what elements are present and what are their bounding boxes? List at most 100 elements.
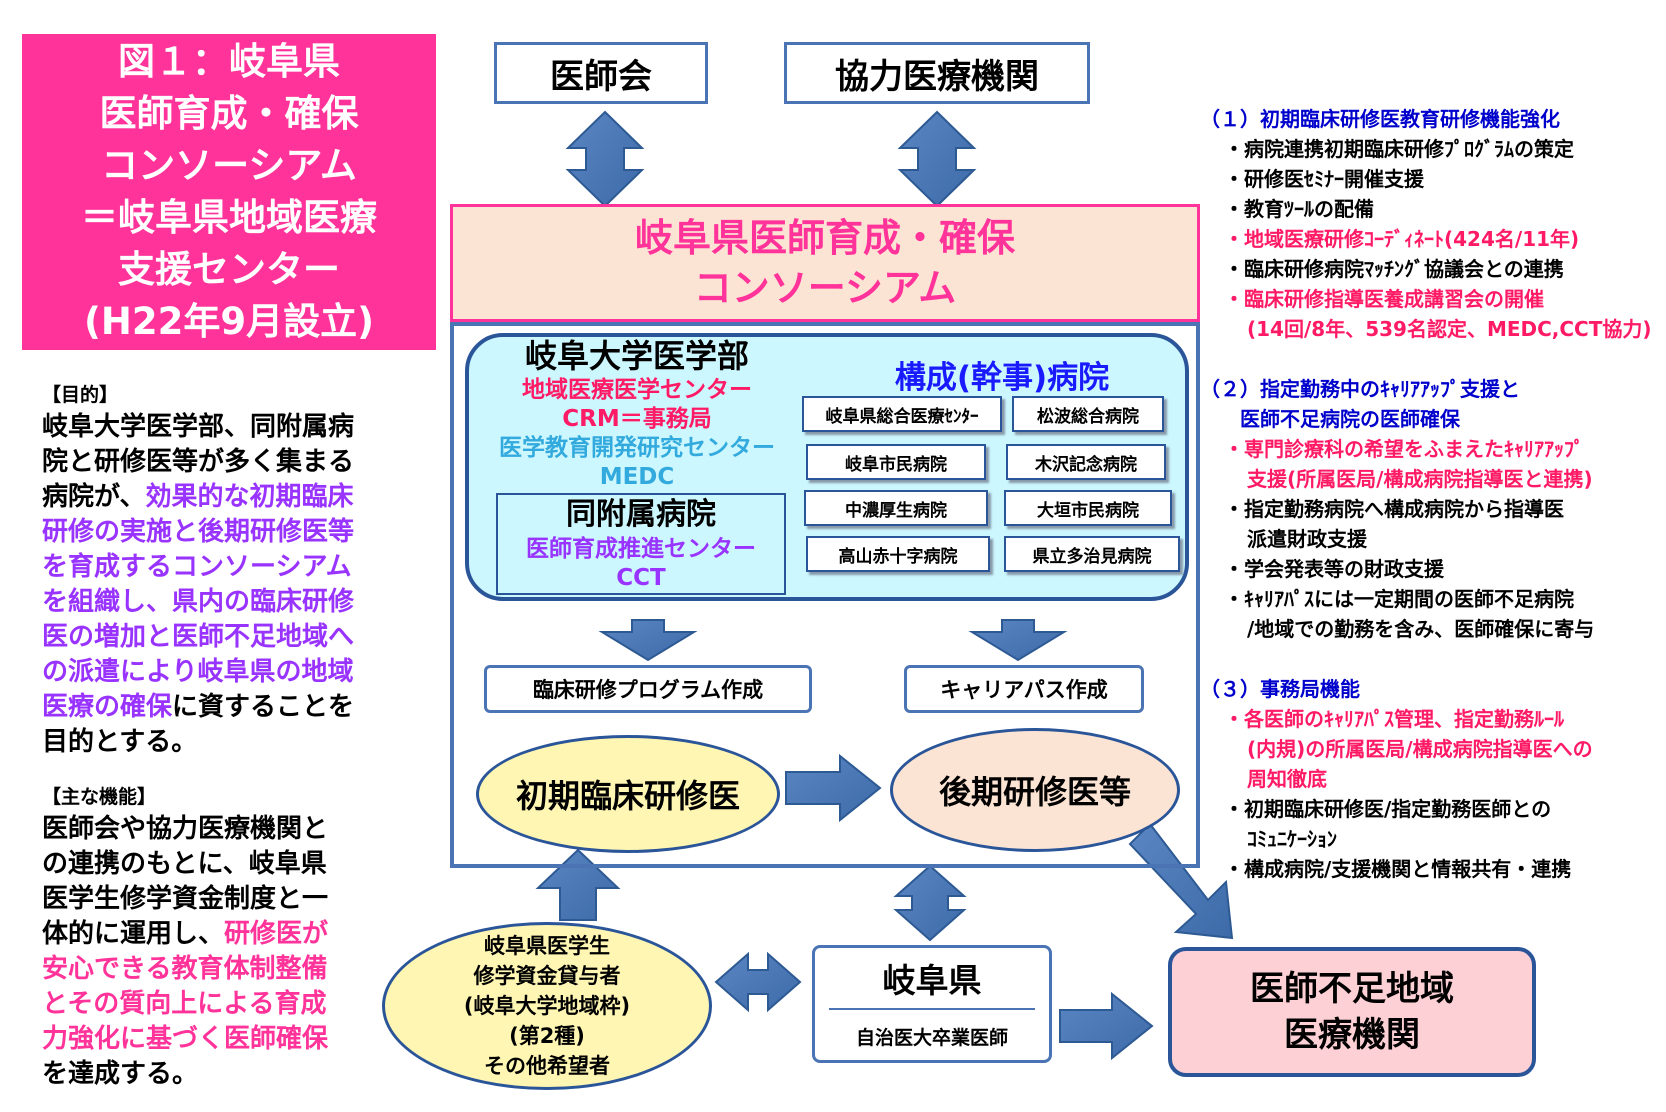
university-hospital-line: 医師育成推進センター: [526, 536, 756, 562]
consortium-line: 岐阜県医師育成・確保: [634, 216, 1015, 260]
students-line: (第2種): [509, 1024, 585, 1048]
function-section-heading: 医師不足病院の医師確保: [1200, 407, 1460, 431]
students-line: (岐阜大学地域枠): [463, 994, 631, 1018]
purpose-line-segment: 研修の実施と後期研修医等: [42, 517, 355, 547]
gifu-univ-line: 地域医療医学センター: [522, 377, 752, 403]
purpose-line: を育成するコンソーシアム: [42, 550, 402, 585]
functions-line-segment: 研修医が: [224, 919, 329, 949]
gifu-univ-line: 医学教育開発研究センター: [499, 435, 775, 461]
medical-association-box: 医師会: [494, 42, 708, 104]
gifu-university-title: 岐阜大学医学部: [524, 337, 749, 375]
purpose-line: 医の増加と医師不足地域へ: [42, 620, 402, 655]
purpose-line-segment: を育成するコンソーシアム: [42, 552, 352, 582]
purpose-line-segment: 病院が、: [42, 482, 146, 512]
function-section-heading: （３）事務局機能: [1200, 677, 1360, 701]
students-line: その他希望者: [484, 1054, 610, 1078]
function-item: 支援(所属医局/構成病院指導医と連携): [1247, 467, 1593, 491]
functions-line-segment: 医学生修学資金制度と一: [42, 884, 329, 914]
university-hospital-line: CCT: [616, 565, 666, 591]
functions-line: を達成する。: [42, 1057, 382, 1092]
function-item: ・専門診療科の希望をふまえたｷｬﾘｱｱｯﾌﾟ: [1224, 437, 1584, 461]
function-item: ・指定勤務病院へ構成病院から指導医: [1224, 497, 1564, 521]
shortage-line: 医師不足地域: [1250, 969, 1454, 1009]
functions-line-segment: を達成する。: [42, 1059, 199, 1089]
figure-title-box: 図１：岐阜県 医師育成・確保 コンソーシアム ＝岐阜県地域医療 支援センター (…: [22, 34, 436, 350]
gifu-univ-line: MEDC: [599, 464, 675, 490]
function-item: /地域での勤務を含み、医師確保に寄与: [1247, 617, 1595, 641]
function-section: （１）初期臨床研修医教育研修機能強化・病院連携初期臨床研修ﾌﾟﾛｸﾞﾗﾑの策定・…: [1200, 104, 1666, 344]
ishikai-double-arrow: [565, 110, 645, 208]
function-item: ・初期臨床研修医/指定勤務医師との: [1224, 797, 1552, 821]
function-item: ・臨床研修指導医養成講習会の開催: [1224, 287, 1544, 311]
scholarship-students-ellipse: 岐阜県医学生 修学資金貸与者 (岐阜大学地域枠) (第2種) その他希望者: [382, 922, 712, 1090]
function-item: ・地域医療研修ｺｰﾃﾞｨﾈｰﾄ(424名/11年): [1224, 227, 1580, 251]
purpose-line-segment: 岐阜大学医学部、同附属病: [42, 412, 355, 442]
purpose-text: 岐阜大学医学部、同附属病院と研修医等が多く集まる病院が、効果的な初期臨床研修の実…: [42, 410, 402, 760]
students-line: 岐阜県医学生: [484, 934, 610, 958]
gifu-prefecture-box: 岐阜県 自治医大卒業医師: [812, 945, 1052, 1063]
purpose-line-segment: 目的とする。: [42, 727, 198, 757]
functions-line-segment: とその質向上による育成: [42, 989, 327, 1019]
member-hospital: 岐阜県総合医療ｾﾝﾀｰ: [802, 396, 1002, 432]
students-gifu-double-arrow: [714, 951, 802, 1013]
university-hospital-title: 同附属病院: [566, 497, 716, 532]
gifu-university-block: 岐阜大学医学部 地域医療医学センター CRM＝事務局 医学教育開発研究センター …: [482, 336, 792, 492]
function-item: ・教育ﾂｰﾙの配備: [1224, 197, 1374, 221]
function-item: ・学会発表等の財政支援: [1224, 557, 1444, 581]
purpose-line: を組織し、県内の臨床研修: [42, 585, 402, 620]
down-arrow-right: [968, 619, 1068, 662]
member-hospital: 高山赤十字病院: [806, 536, 990, 572]
member-hospital: 県立多治見病院: [1004, 536, 1180, 572]
functions-line-segment: 体的に運用し、: [42, 919, 225, 949]
member-hospital: 中濃厚生病院: [804, 490, 988, 526]
cooperating-institutions-box: 協力医療機関: [784, 42, 1090, 104]
title-line: ＝岐阜県地域医療: [81, 196, 377, 239]
purpose-line: 目的とする。: [42, 725, 402, 760]
functions-line-segment: 力強化に基づく医師確保: [42, 1024, 329, 1054]
functions-line-segment: 安心できる教育体制整備: [42, 954, 328, 984]
consortium-header: 岐阜県医師育成・確保 コンソーシアム: [450, 204, 1200, 322]
shortage-line: 医療機関: [1284, 1015, 1420, 1055]
purpose-line: 院と研修医等が多く集まる: [42, 445, 402, 480]
functions-line: 体的に運用し、研修医が: [42, 917, 382, 952]
function-item: ・ｷｬﾘｱﾊﾟｽには一定期間の医師不足病院: [1224, 587, 1574, 611]
gifu-prefecture-title: 岐阜県: [829, 948, 1035, 1010]
gifu-to-shortage-arrow: [1059, 991, 1154, 1061]
function-section-heading: （１）初期臨床研修医教育研修機能強化: [1200, 107, 1560, 131]
consortium-frame: [450, 322, 1200, 868]
title-line: 支援センター: [118, 248, 340, 291]
functions-line: の連携のもとに、岐阜県: [42, 847, 382, 882]
functions-section: 【主な機能】 医師会や協力医療機関との連携のもとに、岐阜県医学生修学資金制度と一…: [42, 782, 382, 1092]
function-section: （２）指定勤務中のｷｬﾘｱｱｯﾌﾟ支援と 医師不足病院の医師確保・専門診療科の希…: [1200, 374, 1666, 644]
title-line: 医師育成・確保: [99, 92, 359, 135]
functions-label: 【主な機能】: [42, 786, 157, 808]
later-to-shortage-arrow: [1128, 822, 1234, 940]
kyoryoku-double-arrow: [897, 110, 977, 208]
purpose-line-segment: 医療の確保: [42, 692, 173, 722]
function-section-heading: （２）指定勤務中のｷｬﾘｱｱｯﾌﾟ支援と: [1200, 377, 1520, 401]
member-hospital: 松波総合病院: [1012, 396, 1164, 432]
title-line: (H22年9月設立): [83, 300, 375, 343]
function-item: 周知徹底: [1247, 767, 1327, 791]
functions-detail-list: （１）初期臨床研修医教育研修機能強化・病院連携初期臨床研修ﾌﾟﾛｸﾞﾗﾑの策定・…: [1200, 104, 1666, 914]
function-item: ・臨床研修病院ﾏｯﾁﾝｸﾞ協議会との連携: [1224, 257, 1564, 281]
down-arrow-left: [598, 619, 698, 662]
purpose-line: 医療の確保に資することを: [42, 690, 402, 725]
function-item: (14回/8年、539名認定、MEDC,CCT協力): [1247, 317, 1652, 341]
functions-text: 医師会や協力医療機関との連携のもとに、岐阜県医学生修学資金制度と一体的に運用し、…: [42, 812, 382, 1092]
function-section: （３）事務局機能・各医師のｷｬﾘｱﾊﾟｽ管理、指定勤務ﾙｰﾙ(内規)の所属医局/…: [1200, 674, 1666, 884]
initial-to-later-arrow: [785, 753, 882, 823]
purpose-line-segment: 医の増加と医師不足地域へ: [42, 622, 355, 652]
purpose-line-segment: の派遣により岐阜県の地域: [42, 657, 354, 687]
functions-line: 力強化に基づく医師確保: [42, 1022, 382, 1057]
functions-line-segment: 医師会や協力医療機関と: [42, 814, 329, 844]
function-item: ｺﾐｭﾆｹｰｼｮﾝ: [1247, 827, 1337, 851]
member-hospital: 大垣市民病院: [1004, 490, 1172, 526]
later-residents-ellipse: 後期研修医等: [890, 728, 1180, 852]
initial-residents-ellipse: 初期臨床研修医: [476, 735, 780, 853]
gifu-ken-double-arrow: [893, 864, 967, 942]
purpose-line: 岐阜大学医学部、同附属病: [42, 410, 402, 445]
university-hospital-box: 同附属病院 医師育成推進センター CCT: [496, 493, 786, 595]
title-line: コンソーシアム: [101, 144, 357, 187]
function-item: ・研修医ｾﾐﾅｰ開催支援: [1224, 167, 1424, 191]
